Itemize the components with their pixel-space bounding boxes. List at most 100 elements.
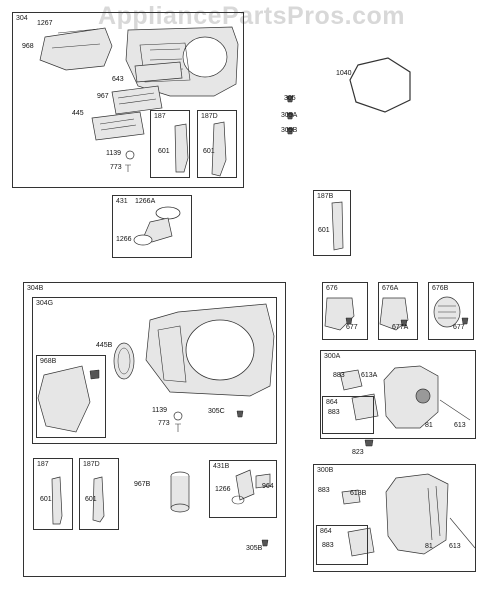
part-label: 601 bbox=[158, 148, 170, 155]
group-title: 187 bbox=[154, 113, 166, 120]
group-title: 304G bbox=[36, 300, 54, 307]
screen-967B-icon bbox=[170, 471, 190, 513]
part-label: 305A bbox=[281, 112, 298, 119]
group-title: 431B bbox=[213, 463, 230, 470]
group-title: 864 bbox=[326, 399, 338, 406]
screen-445B-icon bbox=[113, 342, 135, 380]
group-431: 431 bbox=[112, 195, 192, 258]
group-title: 676A bbox=[382, 285, 399, 292]
part-label: 613A bbox=[361, 372, 378, 379]
part-label: 613 bbox=[454, 422, 466, 429]
washer-icon bbox=[173, 411, 183, 421]
group-300B: 300B bbox=[313, 464, 476, 572]
screw-icon bbox=[125, 164, 131, 172]
group-676: 676 bbox=[322, 282, 368, 340]
group-title: 676 bbox=[326, 285, 338, 292]
group-187D-lower: 187D bbox=[79, 458, 119, 530]
group-title: 300A bbox=[324, 353, 341, 360]
guard-676-icon bbox=[324, 297, 355, 331]
elbow-431B-icon bbox=[235, 469, 255, 501]
part-label: 967B bbox=[134, 481, 151, 488]
group-title: 187 bbox=[37, 461, 49, 468]
part-label: 823 bbox=[352, 449, 364, 456]
group-title: 304 bbox=[16, 15, 28, 22]
group-431B: 431B bbox=[209, 460, 277, 518]
elbow-431-icon bbox=[133, 206, 181, 246]
gasket-1040-icon bbox=[349, 57, 411, 113]
part-label: 601 bbox=[318, 227, 330, 234]
screw-icon bbox=[175, 423, 181, 432]
guard-676A-icon bbox=[379, 297, 409, 331]
group-title: 304B bbox=[27, 285, 44, 292]
part-label: 677 bbox=[346, 324, 358, 331]
group-title: 187B bbox=[317, 193, 334, 200]
part-label: 1266A bbox=[135, 198, 156, 205]
part-label: 81 bbox=[425, 543, 433, 550]
group-title: 187D bbox=[83, 461, 100, 468]
screw-305C-icon bbox=[236, 410, 244, 418]
group-187B: 187B bbox=[313, 190, 351, 256]
part-label: 773 bbox=[110, 164, 122, 171]
part-label: 964 bbox=[262, 483, 274, 490]
part-label: 883 bbox=[318, 487, 330, 494]
group-676B: 676B bbox=[428, 282, 474, 340]
part-label: 968 bbox=[22, 43, 34, 50]
part-label: 1040 bbox=[336, 70, 352, 77]
part-label: 305 bbox=[284, 95, 296, 102]
dipstick-tube-icon bbox=[51, 476, 63, 525]
part-label: 445B bbox=[96, 342, 113, 349]
part-label: 613 bbox=[449, 543, 461, 550]
washer-icon bbox=[125, 150, 135, 160]
part-label: 883 bbox=[322, 542, 334, 549]
part-label: 305B bbox=[281, 127, 298, 134]
group-300A: 300A bbox=[320, 350, 476, 439]
grille-445-icon bbox=[91, 111, 145, 141]
group-304B: 304B bbox=[23, 282, 286, 577]
gasket-icon bbox=[231, 495, 245, 505]
group-864-b: 864 bbox=[316, 525, 368, 565]
part-label: 883 bbox=[328, 409, 340, 416]
air-guide-968-icon bbox=[39, 27, 113, 71]
part-label: 643 bbox=[112, 76, 124, 83]
watermark: AppliancePartsPros.com bbox=[98, 2, 405, 30]
part-label: 773 bbox=[158, 420, 170, 427]
blower-housing-icon bbox=[145, 303, 275, 397]
part-label: 1267 bbox=[37, 20, 53, 27]
part-label: 305C bbox=[208, 408, 225, 415]
part-label: 883 bbox=[333, 372, 345, 379]
screw-305B-icon bbox=[261, 539, 269, 547]
part-label: 601 bbox=[203, 148, 215, 155]
part-label: 1266 bbox=[215, 486, 231, 493]
part-label: 601 bbox=[40, 496, 52, 503]
part-label: 601 bbox=[85, 496, 97, 503]
part-label: 445 bbox=[72, 110, 84, 117]
part-label: 1139 bbox=[106, 150, 122, 157]
part-label: 1139 bbox=[152, 407, 168, 414]
muffler-300A-icon bbox=[339, 365, 471, 447]
group-304: 304 bbox=[12, 12, 244, 188]
dipstick-tube-icon bbox=[92, 476, 105, 523]
group-187-lower: 187 bbox=[33, 458, 73, 530]
group-title: 187D bbox=[201, 113, 218, 120]
part-label: 967 bbox=[97, 93, 109, 100]
group-864-a: 864 bbox=[322, 396, 374, 434]
part-label: 1266 bbox=[116, 236, 132, 243]
group-187D: 187D bbox=[197, 110, 237, 178]
seal-964-icon bbox=[255, 473, 271, 489]
group-187: 187 bbox=[150, 110, 190, 178]
screw-305-icon bbox=[286, 95, 294, 103]
part-label: 677 bbox=[453, 324, 465, 331]
group-title: 968B bbox=[40, 358, 57, 365]
screw-305A-icon bbox=[286, 112, 294, 120]
part-label: 677A bbox=[392, 324, 409, 331]
group-title: 300B bbox=[317, 467, 334, 474]
group-304G: 304G bbox=[32, 297, 277, 444]
group-676A: 676A bbox=[378, 282, 418, 340]
group-title: 676B bbox=[432, 285, 449, 292]
guard-676B-icon bbox=[433, 296, 469, 328]
part-label: 613B bbox=[350, 490, 367, 497]
baffle-643-icon bbox=[134, 61, 183, 83]
screen-967-icon bbox=[111, 85, 163, 115]
group-968B: 968B bbox=[36, 355, 106, 438]
